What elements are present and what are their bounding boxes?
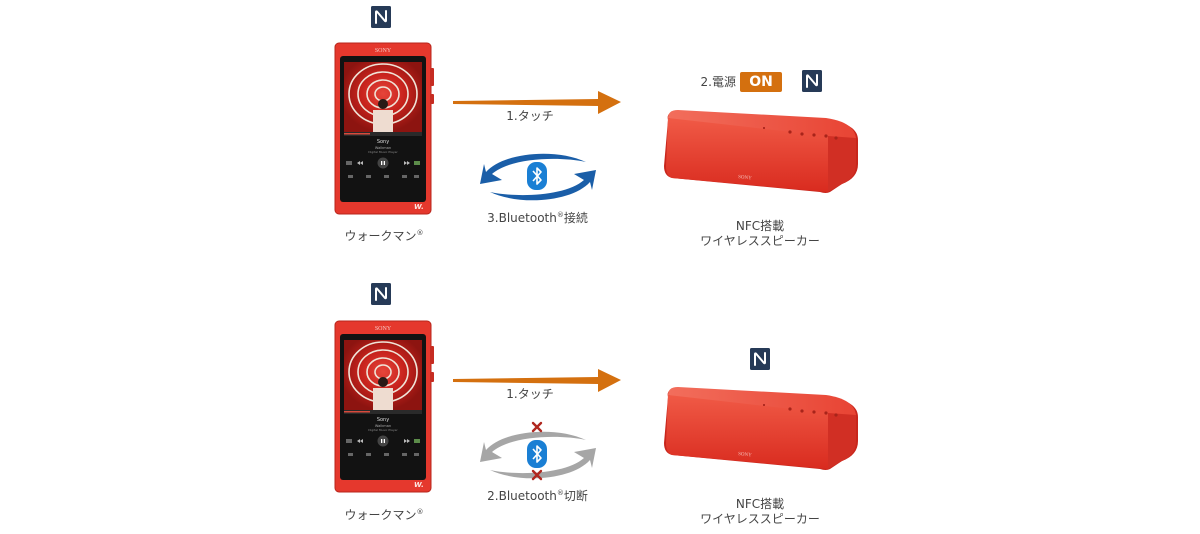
screen-album-bottom: Digital Music Player — [368, 428, 398, 432]
power-on-badge: ON — [740, 72, 782, 92]
disconnect-x-icon-bottom — [531, 469, 543, 481]
touch-arrow-bottom — [453, 369, 621, 392]
speaker-label-bottom-1: NFC搭載 — [735, 497, 785, 511]
screen-title-bottom: Walkman — [375, 424, 391, 428]
speaker-label-bottom-2: ワイヤレススピーカー — [700, 512, 820, 526]
speaker-label-top-1: NFC搭載 — [735, 219, 785, 233]
walkman-logo-top: W. — [414, 203, 424, 211]
disconnect-x-icon-top — [531, 421, 543, 433]
speaker-brand-top: SONY — [738, 175, 752, 181]
bluetooth-disconnect-arrows — [480, 431, 596, 479]
walkman-label-bottom: ウォークマン® — [344, 508, 424, 522]
step-touch-bottom: 1.タッチ — [506, 387, 554, 401]
speaker-device-top: SONY — [664, 110, 858, 193]
nfc-icon-speaker-top — [802, 70, 822, 92]
walkman-device-bottom: SONY Sony Walkman Digital Music Player W… — [334, 320, 434, 493]
bluetooth-icon-top — [527, 162, 547, 190]
bluetooth-icon-bottom — [527, 440, 547, 468]
screen-title-top: Walkman — [375, 146, 391, 150]
screen-artist-bottom: Sony — [377, 417, 389, 423]
speaker-label-top-2: ワイヤレススピーカー — [700, 234, 820, 248]
screen-artist-top: Sony — [377, 139, 389, 145]
walkman-device-top: SONY Sony Walkman Digital Music Player W… — [334, 42, 434, 215]
step-connect-top: 3.Bluetooth®接続 — [487, 211, 588, 225]
speaker-device-bottom: SONY — [664, 387, 858, 470]
speaker-brand-bottom: SONY — [738, 452, 752, 458]
bluetooth-connect-arrows — [480, 153, 596, 201]
nfc-icon-speaker-bottom — [750, 348, 770, 370]
step-touch-top: 1.タッチ — [506, 109, 554, 123]
touch-arrow-top — [453, 91, 621, 114]
screen-album-top: Digital Music Player — [368, 150, 398, 154]
nfc-icon-walkman-top — [371, 6, 391, 28]
nfc-icon-walkman-bottom — [371, 283, 391, 305]
walkman-label-top: ウォークマン® — [344, 229, 424, 243]
step-disconnect: 2.Bluetooth®切断 — [487, 489, 588, 503]
step-power: 2.電源 — [700, 75, 736, 89]
walkman-logo-bottom: W. — [414, 481, 424, 489]
walkman-brand-top: SONY — [375, 48, 392, 54]
walkman-brand-bottom: SONY — [375, 326, 392, 332]
